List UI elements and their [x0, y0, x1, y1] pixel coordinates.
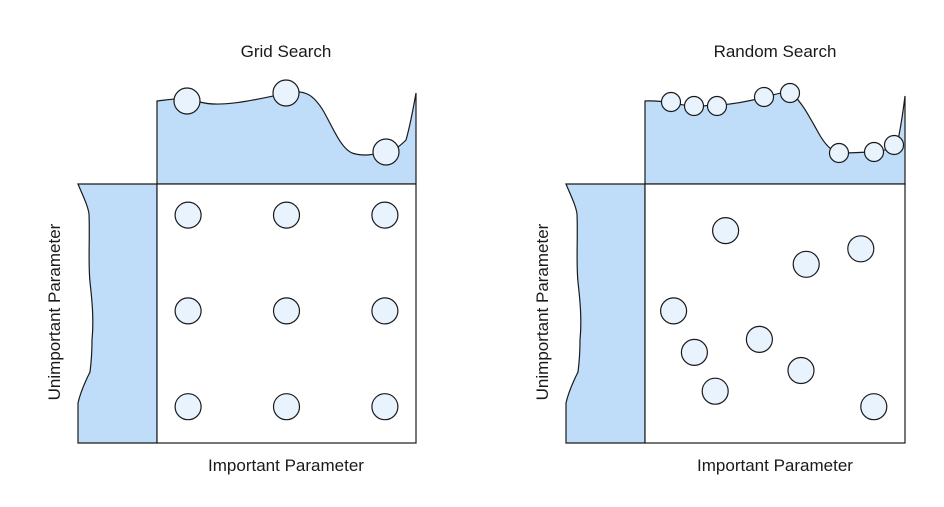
random-sample-point [847, 235, 875, 263]
random-top-marker [660, 91, 682, 113]
random-sample-point [701, 377, 729, 405]
random-top-marker [883, 134, 905, 156]
random-x-axis-label: Important Parameter [697, 456, 853, 475]
grid-top-marker [173, 87, 201, 115]
grid-sample-points [174, 201, 399, 421]
grid-sample-point [371, 297, 399, 325]
random-top-marker [779, 82, 801, 104]
grid-y-axis-label: Unimportant Parameter [45, 223, 64, 400]
random-sample-points [659, 217, 888, 421]
random-y-axis-label: Unimportant Parameter [533, 223, 552, 400]
random-sample-point [745, 325, 774, 353]
random-sample-point [792, 250, 820, 278]
random-top-marker [828, 142, 850, 164]
grid-left-marginal-curve [77, 183, 158, 444]
random-top-marker [753, 86, 775, 108]
grid-sample-point [272, 297, 301, 325]
grid-sample-point [174, 393, 202, 421]
grid-sample-point [272, 393, 301, 421]
grid-search-title: Grid Search [241, 42, 332, 61]
random-search-title: Random Search [714, 42, 837, 61]
grid-sample-point [174, 297, 202, 325]
random-sample-point [680, 338, 709, 366]
random-sample-point [860, 393, 888, 421]
grid-sample-point [371, 393, 399, 421]
grid-top-marker [372, 138, 400, 166]
random-top-marker [683, 95, 705, 117]
grid-sample-point [371, 201, 399, 229]
random-search-panel: Random Search Important Parameter Unimpo… [533, 42, 906, 475]
grid-top-marker [272, 79, 300, 107]
grid-top-marginal-curve [156, 91, 417, 185]
grid-search-panel: Grid Search Important Parameter Unimport… [45, 42, 417, 475]
random-top-marker [706, 95, 728, 117]
random-left-marginal-curve [565, 183, 646, 444]
random-sample-point [787, 356, 815, 385]
random-parameter-box [644, 183, 906, 444]
grid-x-axis-label: Important Parameter [208, 456, 364, 475]
random-sample-point [711, 217, 740, 245]
random-sample-point [659, 297, 688, 325]
grid-sample-point [174, 201, 202, 229]
random-top-marker [863, 141, 885, 163]
grid-sample-point [272, 201, 301, 229]
